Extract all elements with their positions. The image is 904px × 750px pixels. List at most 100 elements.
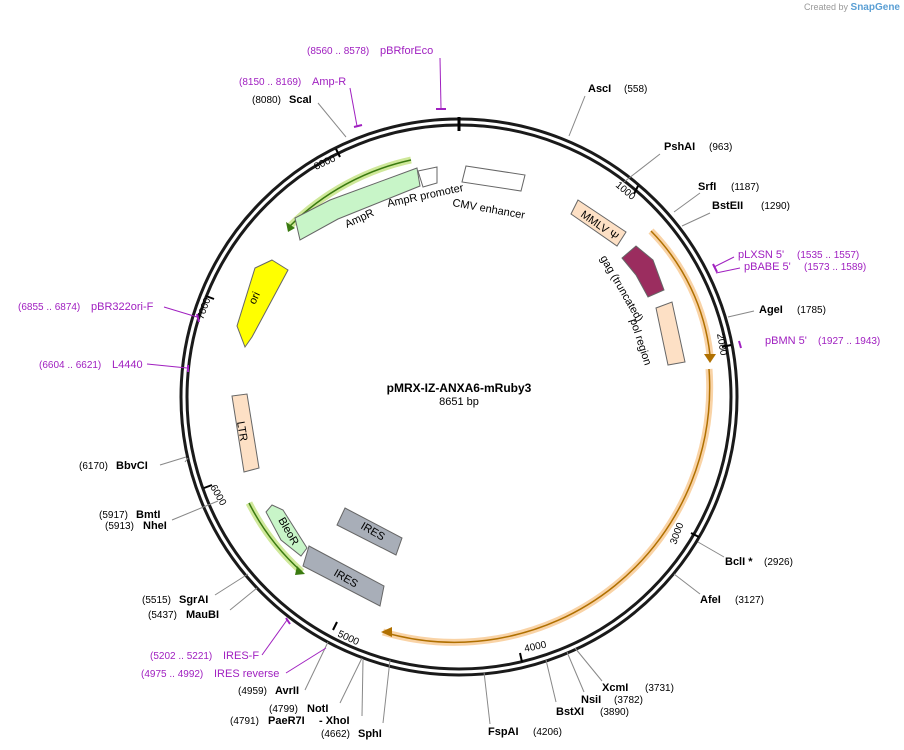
leader-pbrforeco	[439, 57, 442, 109]
watermark-prefix: Created by	[803, 2, 849, 12]
primer-ires-f-pos: (5202 .. 5221)	[150, 651, 212, 662]
tick-2000-mark	[721, 344, 732, 348]
mark-plxsn	[712, 263, 718, 273]
primer-pbmn-pos: (1927 .. 1943)	[818, 336, 880, 347]
leader-fspai	[483, 671, 491, 725]
bleor-orf-arrowhead	[295, 566, 305, 575]
ampr-feature	[294, 167, 421, 241]
enzyme-pshai-name: PshAI	[664, 141, 695, 153]
mark-ires-f	[285, 617, 291, 625]
primer-pbrforeco-pos: (8560 .. 8578)	[307, 46, 369, 57]
primer-marks	[187, 108, 742, 625]
primer-l4440-pos: (6604 .. 6621)	[39, 360, 101, 371]
leader-bbvci-head	[184, 457, 189, 463]
primer-l4440-name: L4440	[112, 359, 143, 371]
leader-xcmi	[574, 647, 603, 682]
tick-1000-mark	[633, 185, 639, 195]
ires-outer-feature	[302, 545, 385, 607]
tick-1000-label: 1000	[613, 180, 637, 203]
enzyme-bmti-name: BmtI	[136, 509, 160, 521]
enzyme-agei-pos: (1785)	[797, 305, 826, 316]
ori-label: ori	[247, 290, 263, 306]
leader-pbabe	[715, 267, 741, 274]
enzyme-srfi-name: SrfI	[698, 181, 716, 193]
enzyme-bcli-pos: (2926)	[764, 557, 793, 568]
enzyme-bcli-name: BclI *	[725, 556, 753, 568]
orf-arc-lower-glow	[382, 368, 714, 646]
leader-asci	[568, 95, 586, 137]
enzyme-bmti-pos: (5917)	[99, 510, 128, 521]
leader-bcli	[697, 541, 725, 558]
enzyme-afei-name: AfeI	[700, 594, 721, 606]
gag-truncated-feature	[621, 245, 665, 298]
enzyme-srfi-pos: (1187)	[731, 182, 759, 193]
leader-avrii	[304, 641, 329, 691]
enzyme-maubi-name: MauBI	[186, 609, 219, 621]
cmv-enhancer-feature	[461, 165, 526, 192]
primer-ires-f-name: IRES-F	[223, 650, 259, 662]
enzyme-fspai-name: FspAI	[488, 726, 519, 738]
enzyme-pshai-pos: (963)	[709, 142, 732, 153]
enzyme-nhei-name: NheI	[143, 520, 167, 532]
primer-ampr-name: Amp-R	[312, 76, 346, 88]
enzyme-bbvci-pos: (6170)	[79, 461, 108, 472]
leader-agei	[727, 310, 755, 318]
enzyme-asci-pos: (558)	[624, 84, 647, 95]
primer-pbrforeco-name: pBRforEco	[380, 45, 433, 57]
mark-pbr322ori	[196, 313, 200, 323]
leader-pbr322ori	[163, 306, 198, 318]
mark-ampr-primer	[353, 124, 363, 128]
primer-plxsn-name: pLXSN 5'	[738, 249, 784, 261]
watermark-brand: SnapGene	[850, 2, 900, 13]
bleor-feature	[265, 504, 308, 557]
primer-ires-reverse-name: IRES reverse	[214, 668, 279, 680]
ampr-promoter-feature	[417, 166, 438, 188]
tick-2000-label: 2000	[714, 333, 729, 357]
leader-bbvci	[159, 456, 187, 466]
enzyme-nsii-pos: (3782)	[614, 695, 643, 706]
leader-l4440	[146, 363, 188, 369]
plasmid-name: pMRX-IZ-ANXA6-mRuby3	[387, 381, 532, 395]
tick-5000-mark	[332, 621, 338, 631]
leader-nsii	[566, 651, 585, 693]
leader-ampr-primer	[349, 87, 358, 127]
enzyme-sphi-pos: (4662)	[321, 729, 350, 740]
mmlv-psi-feature	[570, 199, 627, 247]
ltr-feature	[231, 393, 260, 473]
enzyme-sgrai-pos: (5515)	[142, 595, 171, 606]
enzyme-noti-name: NotI	[307, 703, 328, 715]
enzyme-leaders	[159, 95, 755, 725]
ampr-orf-arrowhead	[286, 222, 295, 232]
leader-pshai	[623, 153, 661, 183]
enzyme-bsteii-name: BstEII	[712, 200, 743, 212]
enzyme-scai-name: ScaI	[289, 94, 312, 106]
enzyme-xcmi-name: XcmI	[602, 682, 628, 694]
leader-ires-f	[261, 619, 288, 656]
primer-labels: (8560 .. 8578) pBRforEco (8150 .. 8169) …	[18, 45, 880, 680]
ires-inner-feature	[336, 507, 403, 556]
enzyme-asci-name: AscI	[588, 83, 611, 95]
orf-arc-lower	[382, 368, 711, 643]
enzyme-bsteii-pos: (1290)	[761, 201, 790, 212]
enzyme-bstxi-pos: (3890)	[600, 707, 629, 718]
tick-6000-mark	[203, 484, 213, 489]
enzyme-noti-pos: (4799)	[269, 704, 298, 715]
enzyme-sgrai-name: SgrAI	[179, 594, 208, 606]
orf-arc-upper-glow	[648, 228, 714, 356]
enzyme-bbvci-name: BbvCI	[116, 460, 148, 472]
leader-sgrai	[214, 573, 249, 596]
tick-8000-label: 8000	[313, 153, 338, 173]
tick-4000-mark	[519, 652, 523, 663]
enzyme-bstxi-name: BstXI	[556, 706, 584, 718]
leader-scai	[317, 102, 347, 138]
orf-arc-lower-arrowhead	[381, 627, 392, 637]
enzyme-afei-pos: (3127)	[735, 595, 764, 606]
leader-sphi	[382, 659, 391, 724]
leader-afei	[673, 573, 701, 595]
leader-ires-reverse	[285, 647, 327, 674]
leader-srfi	[673, 192, 701, 213]
primer-ampr-pos: (8150 .. 8169)	[239, 77, 301, 88]
primer-pbabe-name: pBABE 5'	[744, 261, 791, 273]
tick-4000-label: 4000	[523, 639, 547, 654]
